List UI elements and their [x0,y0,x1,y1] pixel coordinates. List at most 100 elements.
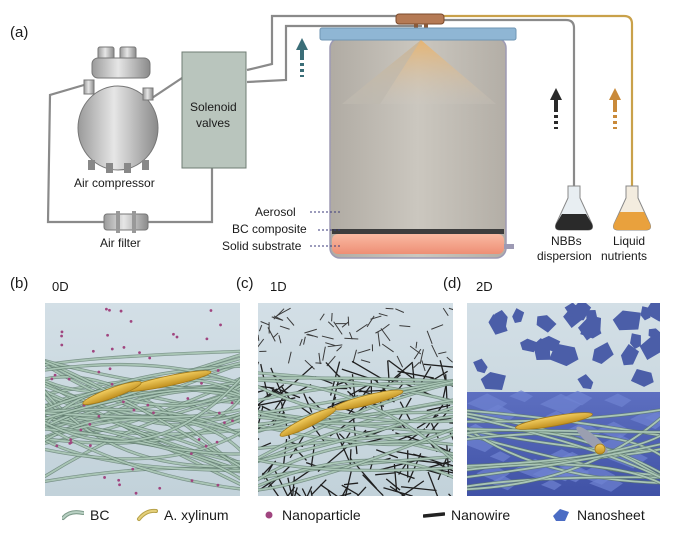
nanowire [413,348,422,360]
bc-fiber [258,416,453,455]
nanowire [287,477,293,496]
nbbs-flask [555,185,593,231]
nanosheet [577,315,602,341]
nanosheet [520,338,538,353]
nanowire [395,308,405,313]
nanoparticle [216,483,220,487]
bc-fiber [45,432,240,460]
bc-fiber [467,434,660,467]
nanowire [259,385,275,389]
bc-fiber [45,396,240,478]
nanoparticle [146,403,150,407]
nanoparticle [217,411,221,415]
nanowire [427,471,439,496]
nanosheet [577,374,594,390]
bc-fiber [45,363,240,385]
nanowire [448,307,453,311]
nanowire [433,370,448,381]
bc-fiber [45,360,240,407]
nanowire [301,488,307,496]
panel-label-d: (d) [443,275,462,292]
air-compressor [77,46,159,173]
nanowire [327,489,332,496]
nanoparticle [50,377,54,381]
nanowire [258,338,265,348]
air-filter [103,211,149,233]
bc-fiber [258,428,453,491]
nanowire [388,359,414,379]
nanowire [439,360,447,382]
nanowire [349,332,353,340]
leader-lines [310,211,340,247]
nanowire [271,316,284,321]
nanosheet [630,368,654,387]
a-xylinum-bacterium [279,407,337,437]
nanowire [318,352,321,365]
nutrient-flask [613,185,651,231]
nanoparticle [138,351,141,355]
nanowire [303,336,306,345]
nanowire [448,493,452,496]
nanowire [273,308,285,320]
bc-fiber [258,402,453,463]
nanoparticle [131,467,135,471]
nanoparticle [189,452,193,456]
nanowire [349,384,369,396]
nanoparticle-icon [265,511,273,519]
nanosheet-icon [553,509,569,521]
nanowire [319,313,325,321]
nanowire [286,316,295,326]
nanowire [356,486,367,496]
nanowire [319,484,338,496]
nanowire [352,349,357,364]
nanowire [370,315,382,320]
nanowire [366,315,375,328]
nanoparticle [53,373,57,377]
a-xylinum-bacterium [82,381,142,405]
nanoparticle [79,428,83,432]
bc-fiber [258,412,453,425]
nanowire [375,472,396,476]
nanowire [362,474,384,496]
nanosheet [536,315,557,333]
nanowire [443,462,453,467]
nanosheet [467,393,508,414]
nanowire [304,359,315,370]
legend-item-bc: BC [62,503,109,527]
nanowire [426,330,433,344]
nanowire [287,351,292,364]
nanosheet [639,334,660,360]
aerosol-label: Aerosol [255,205,296,219]
liquid-label-line2: nutrients [601,249,648,263]
nanowire [399,325,411,328]
legend-label-nanosheet: Nanosheet [577,507,645,523]
panel-label-c: (c) [236,275,254,292]
nanowire [336,346,342,352]
nanosheet [644,303,660,322]
nanowire [438,351,447,355]
nanoparticle [200,381,203,385]
nanosheet [540,479,562,491]
nanoparticle [91,349,95,353]
nanoparticle [172,332,175,336]
bc-fiber [258,440,453,481]
nanowire [381,343,394,353]
nanowire [294,487,298,496]
nanowire [396,355,404,368]
nanowire [280,382,294,394]
bc-fiber [45,388,240,420]
bc-fiber [45,415,240,445]
nanowire [325,362,352,390]
nanowire [352,415,358,455]
bc-fiber [45,408,240,419]
bc-fiber [258,385,453,423]
nanowire [344,337,359,340]
nanowire [322,346,326,361]
nanowire [351,360,384,380]
nanowire [446,356,453,363]
solid-substrate-label: Solid substrate [222,239,302,253]
a-xylinum-bacterium [594,443,606,455]
nanowire [421,360,426,372]
nanoparticle [60,343,64,347]
nanoparticle [148,356,152,360]
